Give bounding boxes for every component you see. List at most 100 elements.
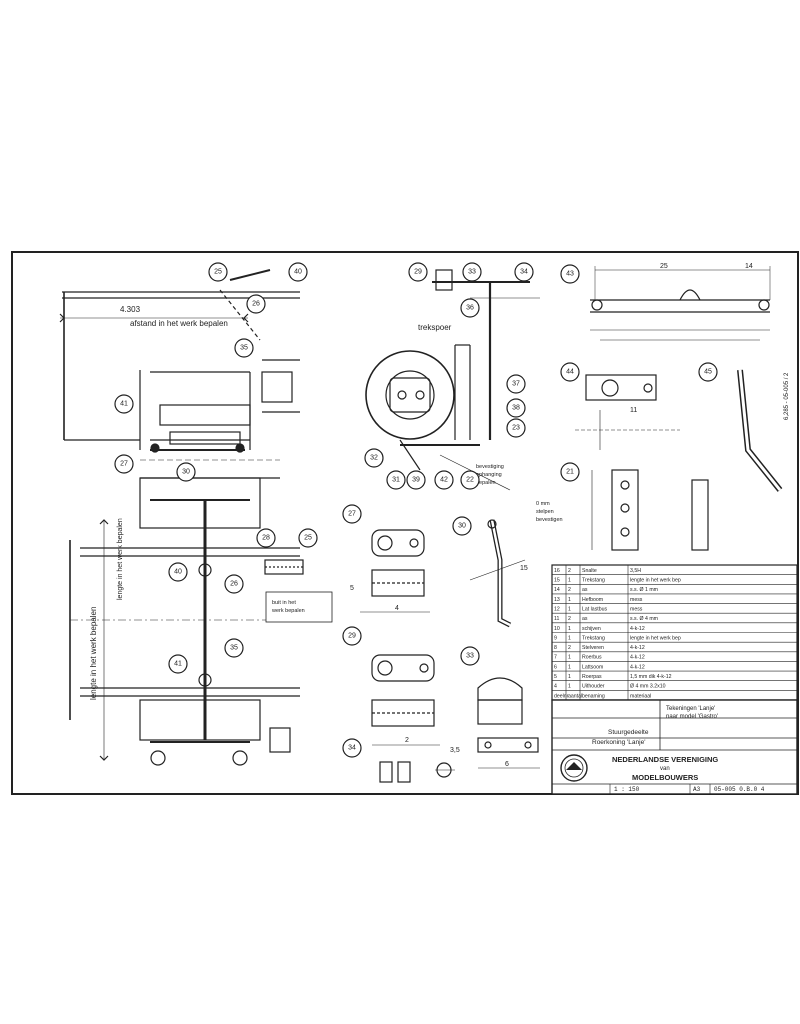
callout-number: 30 — [458, 523, 466, 530]
parts-table-cell: 1 — [568, 626, 571, 632]
callout-bubble: 35 — [224, 638, 244, 658]
callout-bubble: 22 — [460, 470, 480, 490]
parts-table-cell: 1,5 mm dik 4-k-12 — [630, 674, 672, 680]
callout-number: 39 — [412, 477, 420, 484]
parts-table-cell: 4 — [554, 684, 557, 690]
parts-table-cell: Stelveren — [582, 645, 604, 651]
scale: 1 : 150 — [614, 786, 640, 793]
callout-number: 41 — [174, 661, 182, 668]
parts-table-cell: 1 — [568, 635, 571, 641]
callout-number: 36 — [466, 305, 474, 312]
callout-bubble: 39 — [406, 470, 426, 490]
callout-number: 33 — [466, 653, 474, 660]
parts-table-cell: 12 — [554, 607, 560, 613]
callout-bubble: 29 — [342, 626, 362, 646]
callout-number: 21 — [566, 469, 574, 476]
callout-bubble: 35 — [234, 338, 254, 358]
sheet-number: 05-005 0.B.0 4 — [714, 786, 765, 793]
parts-table-cell: materiaal — [630, 693, 651, 699]
parts-table-cell: 11 — [554, 616, 559, 622]
callout-number: 30 — [182, 469, 190, 476]
callout-bubble: 27 — [114, 454, 134, 474]
parts-table-cell: Ø 4 mm 3.2x10 — [630, 684, 666, 690]
svg-text:bepalen: bepalen — [476, 480, 496, 486]
parts-table-cell: 13 — [554, 597, 560, 603]
callout-number: 23 — [512, 425, 520, 432]
parts-table-cell: s.s. Ø 4 mm — [630, 616, 658, 622]
dim-4: 4 — [395, 605, 399, 612]
callout-bubble: 30 — [176, 462, 196, 482]
parts-table-cell: 1 — [568, 607, 571, 613]
parts-table-cell: 10 — [554, 626, 560, 632]
parts-table-cell: Snalte — [582, 568, 597, 574]
callout-number: 41 — [120, 401, 128, 408]
callout-bubble: 33 — [460, 646, 480, 666]
parts-table-cell: 15 — [554, 578, 560, 584]
format: A3 — [693, 786, 701, 793]
svg-text:0 mm: 0 mm — [536, 501, 550, 507]
parts-table-cell: lengte in het werk bep — [630, 635, 681, 641]
callout-bubble: 36 — [460, 298, 480, 318]
parts-table-cell: 4-k-12 — [630, 626, 645, 632]
callout-bubble: 26 — [224, 574, 244, 594]
dim-11: 11 — [630, 407, 637, 414]
callout-bubble: 43 — [560, 264, 580, 284]
emblem-seal — [560, 754, 588, 782]
callout-number: 27 — [348, 511, 356, 518]
project-line-1: Tekeningen 'Lanje' — [666, 706, 715, 712]
callout-number: 43 — [566, 271, 574, 278]
callout-number: 32 — [370, 455, 378, 462]
callout-bubble: 34 — [514, 262, 534, 282]
dim-2: 2 — [405, 737, 409, 744]
callout-bubble: 23 — [506, 418, 526, 438]
callout-bubble: 41 — [168, 654, 188, 674]
parts-table-cell: Trekstang — [582, 578, 605, 584]
lengte-label-inner: lengte in het werk bepalen — [117, 518, 124, 600]
parts-table-cell: 1 — [568, 597, 571, 603]
callout-number: 27 — [120, 461, 128, 468]
parts-table-cell: 4-k-12 — [630, 655, 645, 661]
parts-table-cell: schijven — [582, 626, 601, 632]
svg-text:bevestigen: bevestigen — [536, 517, 563, 523]
parts-table-cell: 4-k-12 — [630, 664, 645, 670]
view-center-details — [360, 519, 540, 783]
callout-bubble: 27 — [342, 504, 362, 524]
callout-bubble: 31 — [386, 470, 406, 490]
parts-table-cell: 1 — [568, 674, 571, 680]
parts-table-cell: lengte in het werk bep — [630, 578, 681, 584]
callout-number: 28 — [262, 535, 270, 542]
parts-table-cell: Uithouder — [582, 684, 605, 690]
callout-number: 33 — [468, 269, 476, 276]
callout-number: 44 — [566, 369, 574, 376]
callout-number: 35 — [240, 345, 248, 352]
parts-table-cell: 7 — [554, 655, 557, 661]
parts-table-cell: 4-k-12 — [630, 645, 645, 651]
parts-table-cell: Roerbus — [582, 655, 602, 661]
view-top-right — [575, 266, 783, 551]
callout-bubble: 26 — [246, 294, 266, 314]
parts-table-cell: mess — [630, 597, 643, 603]
callout-number: 29 — [414, 269, 422, 276]
svg-text:bevestiging: bevestiging — [476, 464, 504, 470]
callout-number: 34 — [520, 269, 528, 276]
parts-table-cell: mess — [630, 607, 643, 613]
callout-bubble: 42 — [434, 470, 454, 490]
parts-table-cell: 2 — [568, 587, 571, 593]
note-right: 0 mm stelpen bevestigen — [536, 501, 563, 523]
parts-table-cell: as — [582, 587, 588, 593]
parts-table-cell: 14 — [554, 587, 560, 593]
svg-text:buit in het: buit in het — [272, 600, 296, 606]
parts-table-cell: 16 — [554, 568, 560, 574]
project-line-2: naar model 'Gastro' — [666, 714, 718, 720]
title-line-2: Roerkoning 'Lanje' — [592, 739, 645, 746]
callout-number: 40 — [174, 569, 182, 576]
parts-table-cell: 2 — [568, 645, 571, 651]
parts-table-cell: aantal — [568, 693, 582, 699]
dim-25: 25 — [660, 263, 668, 270]
callout-number: 26 — [252, 301, 260, 308]
callout-number: 40 — [294, 269, 302, 276]
view-center-top — [365, 269, 540, 491]
svg-text:stelpen: stelpen — [536, 509, 554, 515]
dim-35: 3,5 — [450, 747, 460, 754]
